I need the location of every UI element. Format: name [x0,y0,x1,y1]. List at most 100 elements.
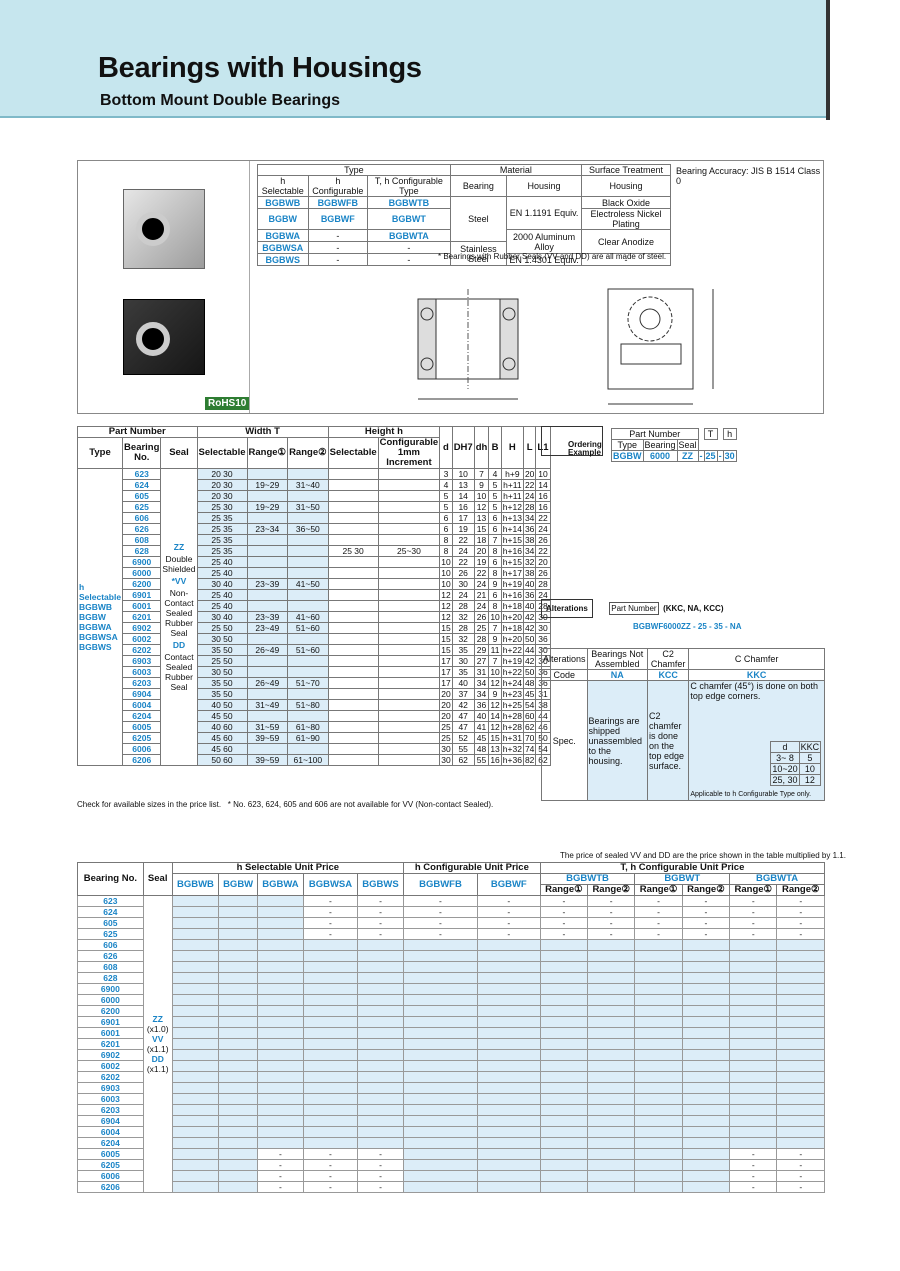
col-BGBWTB: BGBWTB [539,873,636,885]
cell: h+19 [500,655,524,667]
bearing-no: 6000 [122,567,162,579]
price-cell [403,1126,478,1138]
price-cell [302,1060,359,1072]
cell: 52 [451,732,475,744]
order-t: T [703,428,718,440]
price-cell: - [356,1159,405,1171]
price-cell [403,1060,478,1072]
cell: h+28 [500,721,524,733]
price-cell [681,1027,731,1039]
price-cell: - [403,928,478,940]
price-cell [171,961,220,973]
order-h: h [722,428,737,440]
type-cell: - [307,253,369,266]
price-cell [476,1027,541,1039]
cell [377,622,441,634]
price-cell: - [539,917,589,929]
price-cell [403,1038,478,1050]
cell: 7 [488,655,502,667]
price-cell [356,1016,405,1028]
bearing-no: 6900 [122,556,162,568]
cell [377,512,441,524]
bearing-no: 6006 [77,1170,144,1182]
price-cell [776,1082,825,1094]
cell: 12 [439,611,453,623]
bearing-no: 625 [122,501,162,513]
cell: 13 [451,479,475,491]
cell [327,534,379,546]
price-cell [356,950,405,962]
type-cell: BGBWT [367,208,451,230]
seal-cell: ZZ(x1.0)VV(x1.1)DD(x1.1) [142,895,173,1193]
cell: 35 50 [196,644,248,656]
table-footnote: Check for available sizes in the price l… [77,800,493,809]
price-cell [681,994,731,1006]
cell: 10 [439,556,453,568]
dash-cell: - [581,253,671,266]
price-row: 6903 [77,1082,825,1094]
cell: h+31 [500,732,524,744]
bearing-no: 608 [77,961,144,973]
price-cell [256,928,304,940]
cell: 7 [473,468,490,480]
cell: 25 40 [196,600,248,612]
seal-zz: ZZ [152,1014,163,1024]
price-cell [587,939,636,951]
price-cell [729,1104,778,1116]
cell: h+17 [500,567,524,579]
seal-seal_vvd: Non-Contact Sealed Rubber Seal [164,588,194,638]
cell [377,666,441,678]
price-cell [587,1038,636,1050]
price-cell [218,906,258,918]
cell: 42 [451,699,475,711]
page-title: Bearings with Housings [98,52,422,84]
price-cell [681,1104,731,1116]
th-housing: Housing [506,175,583,197]
bearing-no: 606 [77,939,144,951]
price-cell [634,1093,683,1105]
cell [246,710,289,722]
price-cell [539,939,589,951]
cell [327,512,379,524]
bearing-no: 6903 [122,655,162,667]
col-BGBWA: BGBWA [256,873,304,896]
cell [327,633,379,645]
type-cell: - [307,241,369,254]
price-cell [403,1115,478,1127]
price-cell [476,1170,541,1182]
price-cell [256,950,304,962]
cell: h+32 [500,743,524,755]
cell: 25 35 [196,523,248,535]
price-cell: - [776,917,825,929]
th-type: Type [257,164,451,176]
cell: 15 [488,732,502,744]
cell [377,611,441,623]
cell: 16 [535,501,551,513]
col-BGBWT: BGBWT [634,873,731,885]
col-BGBWS: BGBWS [356,873,405,896]
price-cell [218,961,258,973]
cell: h+24 [500,677,524,689]
price-cell [218,950,258,962]
cell: 18 [473,534,490,546]
price-cell [729,1060,778,1072]
cell [246,468,289,480]
bearing-no: 6206 [77,1181,144,1193]
cell [246,743,289,755]
cell: 12 [473,501,490,513]
cell: 25 50 [196,655,248,667]
price-cell [256,961,304,973]
cell: 48 [473,743,490,755]
seal-seal_vv: *VV [171,576,187,586]
cell: 20 [439,688,453,700]
price-cell [681,1159,731,1171]
price-cell [356,1137,405,1149]
cell [327,688,379,700]
steel-housing-image [123,189,205,269]
price-row: 6003 [77,1093,825,1105]
